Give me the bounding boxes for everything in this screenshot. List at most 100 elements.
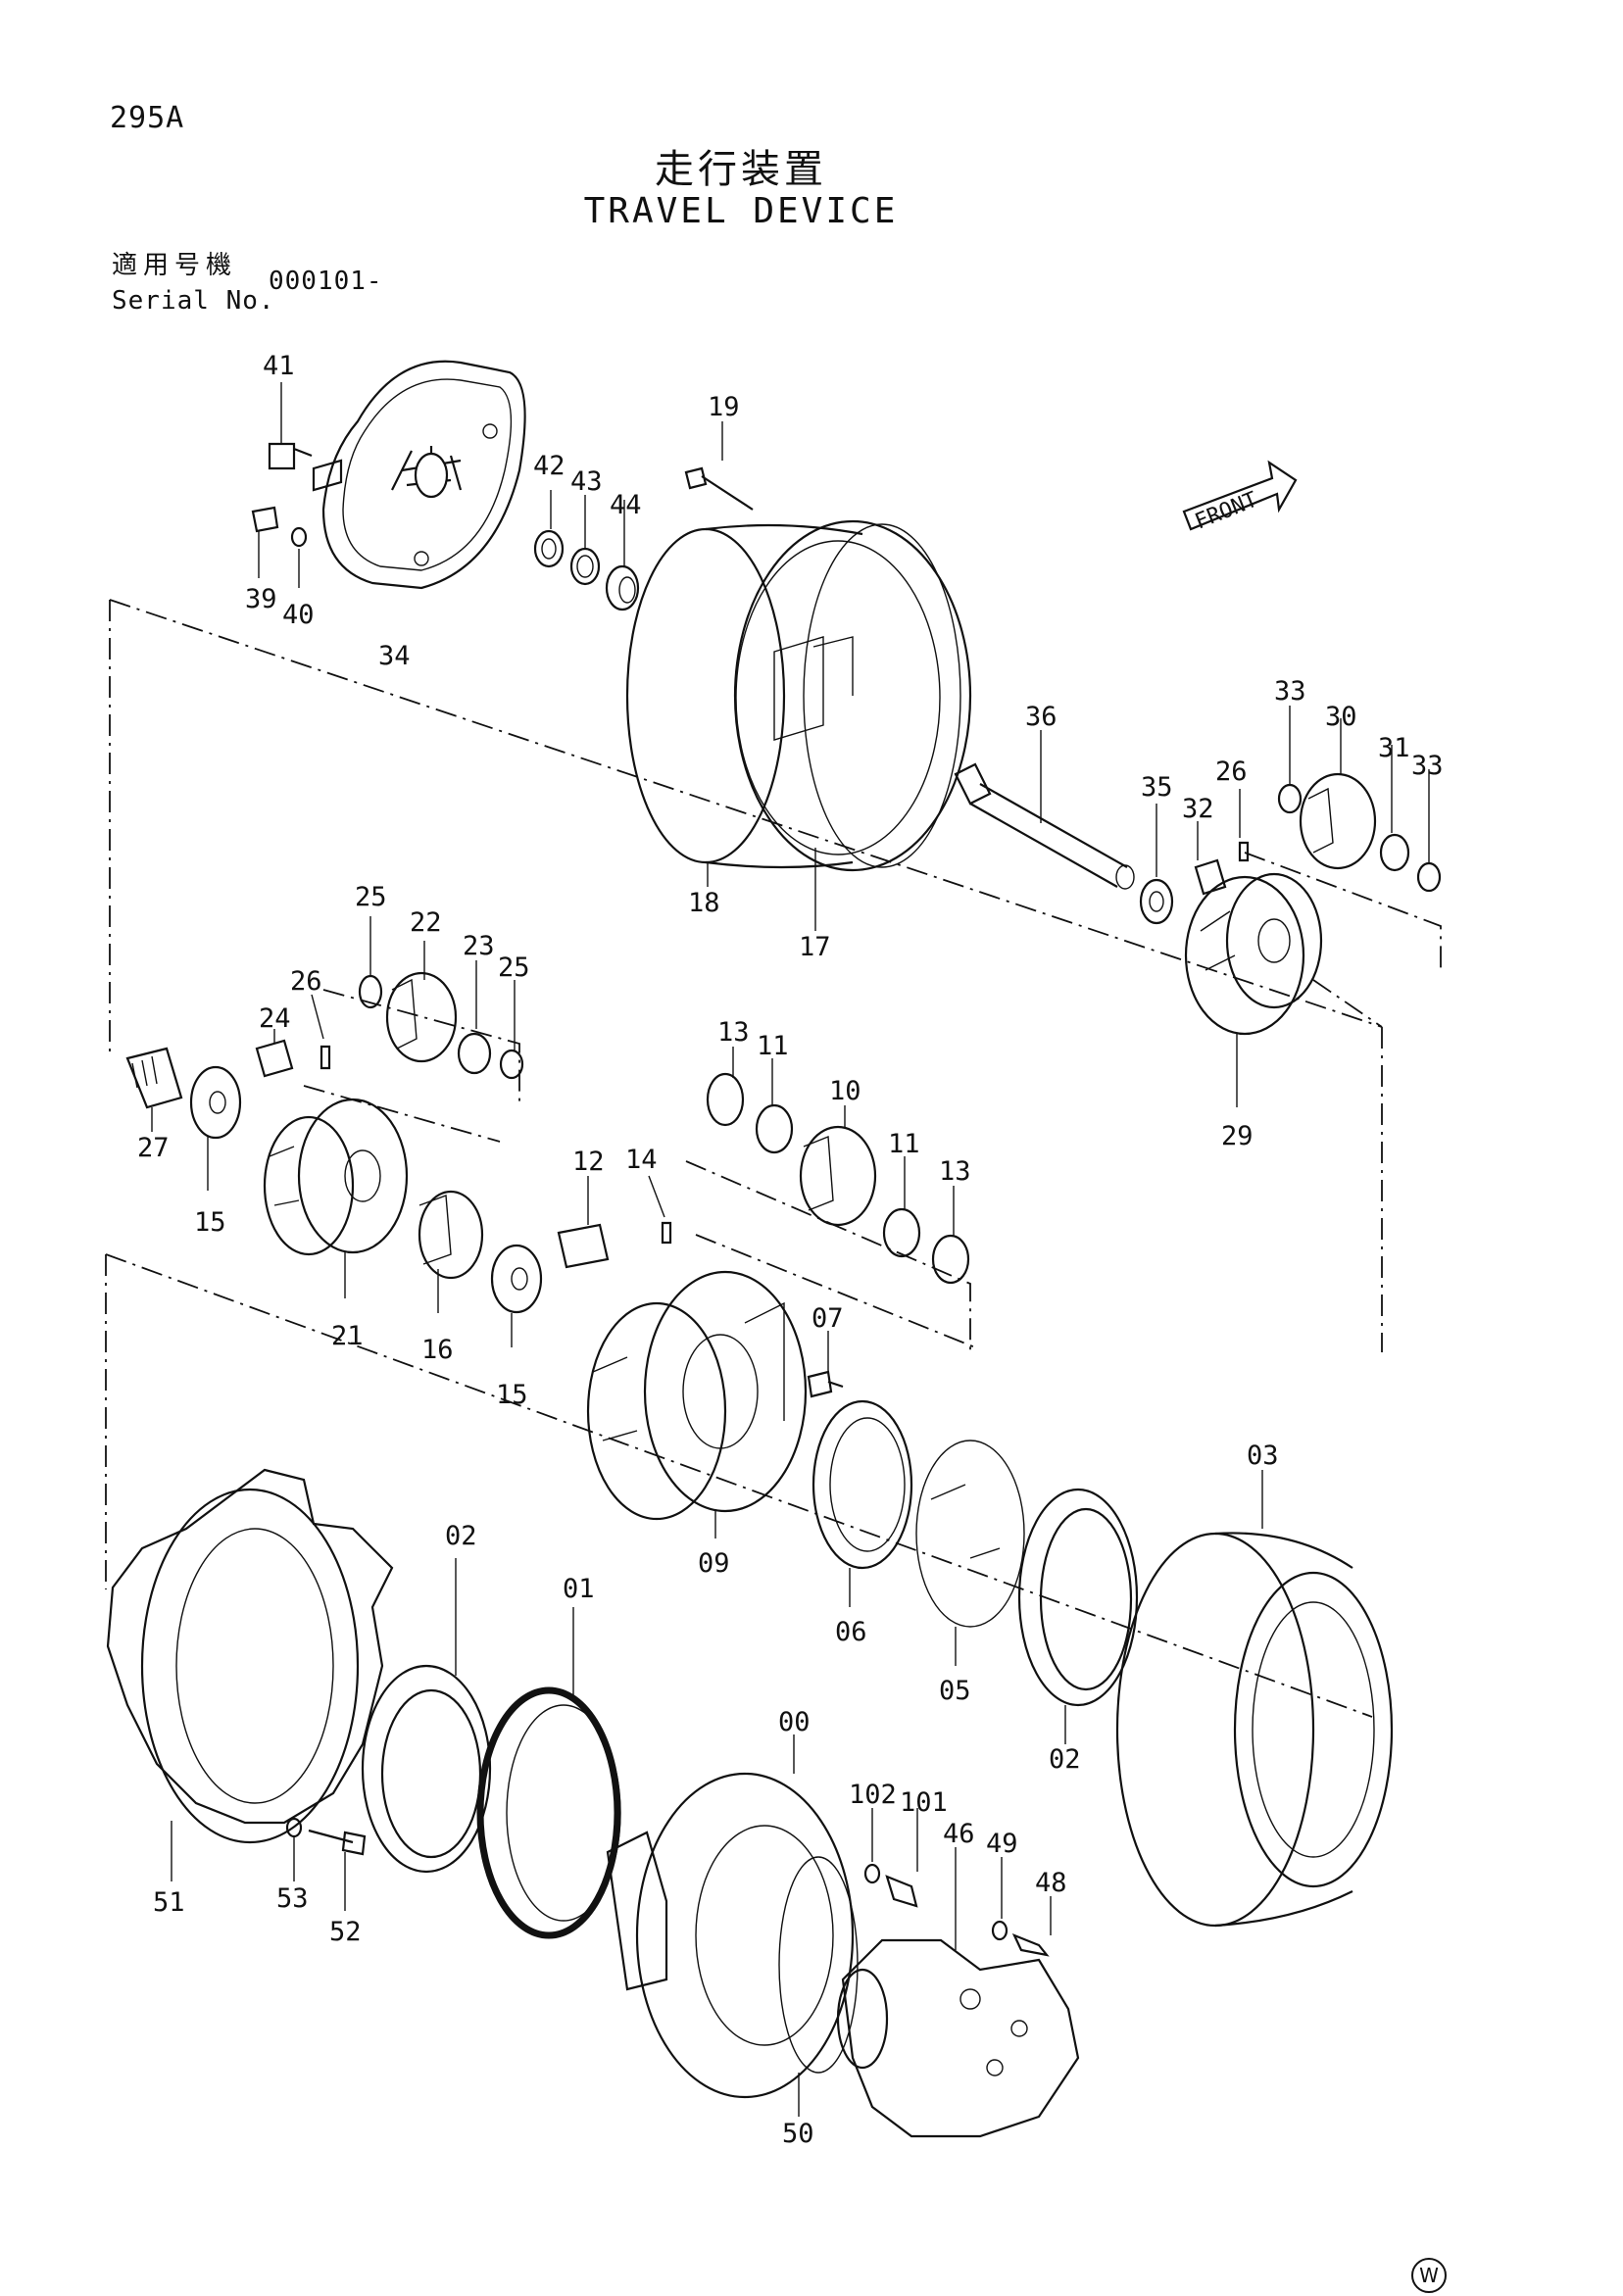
sprocket-51 — [106, 1468, 394, 1881]
front-arrow-icon: FRONT — [1182, 460, 1298, 535]
callout-34: 34 — [378, 641, 411, 671]
pin-24 — [255, 1029, 294, 1078]
shaft-36 — [954, 730, 1135, 890]
callout-33-right: 33 — [1411, 751, 1444, 781]
callout-22: 22 — [410, 907, 442, 938]
corner-mark: W — [1411, 2258, 1447, 2293]
carrier-09 — [586, 1270, 808, 1539]
callout-51: 51 — [153, 1887, 185, 1918]
callout-19: 19 — [708, 392, 740, 422]
planet-gear-16 — [418, 1190, 484, 1313]
callout-26-upper: 26 — [1215, 757, 1248, 787]
thrust-washer-25-upper — [358, 916, 524, 1080]
carrier-29 — [1184, 872, 1323, 1107]
serial-label-english: Serial No. — [112, 286, 275, 316]
pin-32 — [1194, 821, 1227, 896]
callout-labels: 41 39 40 34 19 42 43 44 18 17 36 33 30 3… — [137, 351, 1444, 2149]
callout-01: 01 — [563, 1574, 595, 1604]
callout-41: 41 — [263, 351, 295, 381]
bolt-48 — [1011, 1896, 1052, 1957]
callout-11-lower: 11 — [888, 1129, 920, 1159]
callout-03: 03 — [1247, 1441, 1279, 1471]
bearing-23 — [457, 960, 492, 1075]
washer-40 — [290, 526, 308, 588]
callout-29: 29 — [1221, 1121, 1254, 1151]
callout-36: 36 — [1025, 702, 1057, 732]
washer-53 — [285, 1817, 303, 1881]
callout-24: 24 — [259, 1003, 291, 1034]
floating-seal-02-left — [361, 1558, 492, 1874]
callout-33-upper: 33 — [1274, 676, 1306, 707]
carrier-21 — [263, 1098, 409, 1298]
callout-26-lower: 26 — [290, 966, 322, 997]
group-boundary-lines — [105, 599, 1442, 1718]
bolt-101 — [885, 1808, 918, 1908]
callout-10: 10 — [829, 1076, 861, 1106]
callout-102: 102 — [849, 1780, 897, 1810]
callout-53: 53 — [276, 1883, 309, 1914]
callout-52: 52 — [329, 1917, 362, 1947]
callout-12: 12 — [572, 1147, 605, 1177]
planet-gear-30 — [1299, 718, 1377, 870]
callout-25-lower: 25 — [498, 953, 530, 983]
callout-43: 43 — [570, 466, 603, 497]
callout-07: 07 — [812, 1303, 844, 1334]
seal-42-43-44 — [533, 490, 640, 611]
callout-50: 50 — [782, 2119, 814, 2149]
callout-35: 35 — [1141, 772, 1173, 803]
page-code: 295A — [110, 101, 185, 135]
ring-06 — [812, 1399, 913, 1607]
title-english: TRAVEL DEVICE — [583, 191, 899, 231]
callout-46: 46 — [943, 1819, 975, 1849]
callout-16: 16 — [421, 1335, 454, 1365]
callout-23: 23 — [463, 931, 495, 961]
callout-17: 17 — [799, 932, 831, 962]
callout-27: 27 — [137, 1133, 170, 1163]
planet-gear-10 — [799, 1105, 877, 1227]
callout-05: 05 — [939, 1676, 971, 1706]
callout-02-left: 02 — [445, 1521, 477, 1551]
callout-13-upper: 13 — [717, 1017, 750, 1048]
sun-gear-27 — [125, 1047, 183, 1132]
callout-49: 49 — [986, 1829, 1018, 1859]
callout-101: 101 — [900, 1787, 948, 1818]
bolt-41 — [268, 382, 313, 470]
callout-14: 14 — [625, 1145, 658, 1175]
thrust-washer-15-upper — [189, 1065, 242, 1191]
callout-15-lower: 15 — [496, 1380, 528, 1410]
spring-pin-26 — [1238, 789, 1250, 862]
floating-seal-02-right — [1017, 1488, 1139, 1744]
seal-ring-01 — [476, 1607, 621, 1939]
motor-housing-00 — [606, 1734, 855, 2099]
cover-plate-34 — [312, 360, 526, 590]
callout-42: 42 — [533, 451, 566, 481]
bearing-11 — [755, 1058, 921, 1258]
bearing-31 — [1379, 745, 1410, 872]
callout-21: 21 — [331, 1321, 364, 1351]
serial-label-japanese: 適用号機 — [112, 251, 238, 280]
callout-40: 40 — [282, 600, 315, 630]
thrust-washer-35 — [1139, 804, 1174, 925]
callout-06: 06 — [835, 1617, 867, 1647]
callout-09: 09 — [698, 1548, 730, 1579]
travel-motor-46 — [836, 1847, 1080, 2138]
callout-15-upper: 15 — [194, 1207, 226, 1238]
callout-48: 48 — [1035, 1868, 1067, 1898]
planet-gear-22 — [385, 941, 458, 1063]
thrust-washer-13 — [706, 1047, 970, 1285]
bolt-39 — [251, 506, 279, 578]
callout-13-lower: 13 — [939, 1156, 971, 1187]
callout-18: 18 — [688, 888, 720, 918]
pin-12 — [557, 1176, 610, 1269]
washer-102 — [863, 1808, 881, 1884]
callout-39: 39 — [245, 584, 277, 614]
spring-pin-14 — [648, 1175, 672, 1245]
serial-number-value: 000101- — [269, 267, 383, 296]
bolt-52 — [308, 1829, 367, 1911]
callout-02-right: 02 — [1049, 1744, 1081, 1775]
o-ring-17 — [803, 523, 961, 931]
callout-32: 32 — [1182, 794, 1214, 824]
callout-31: 31 — [1378, 733, 1410, 763]
title-japanese: 走行装置 — [655, 147, 827, 192]
callout-00: 00 — [778, 1707, 811, 1737]
